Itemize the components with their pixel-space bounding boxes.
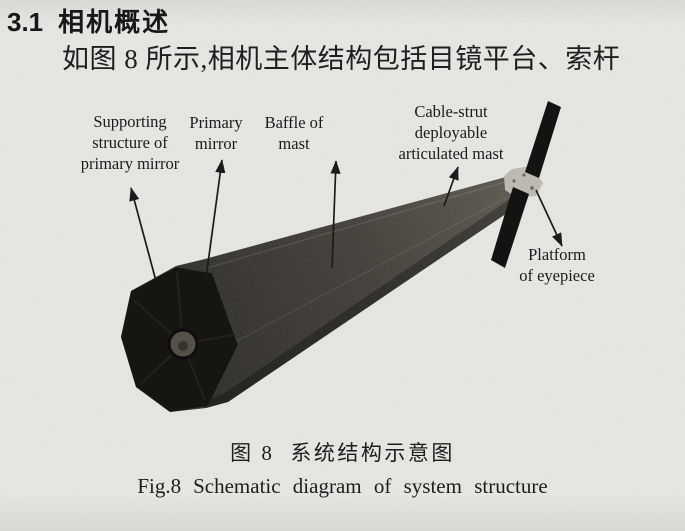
- tube-facet-lines: [202, 179, 516, 408]
- caption-zh-text: 系统结构示意图: [290, 441, 455, 465]
- eyepiece-panel-upper: [525, 101, 561, 178]
- label-baffle-of-mast: Baffle of mast: [264, 113, 324, 153]
- leader-arrow-cable: [443, 166, 459, 207]
- caption-zh-fig-number: 图 8: [230, 441, 275, 465]
- caption-en-fig-number: Fig.8: [137, 474, 182, 498]
- leader-arrow-baffle: [330, 160, 341, 269]
- label-primary-mirror: Primary mirror: [189, 113, 243, 153]
- mirror-hub-center: [178, 341, 188, 351]
- label-cable-strut-mast: Cable-strut deployable articulated mast: [398, 102, 504, 163]
- figure-caption-zh: 图 8 系统结构示意图: [0, 437, 685, 467]
- leader-arrow-supporting: [129, 187, 157, 282]
- label-supporting-structure: Supporting structure of primary mirror: [80, 112, 180, 173]
- leader-arrows: [129, 159, 563, 282]
- leader-arrow-platform: [535, 189, 563, 247]
- label-platform-of-eyepiece: Platform of eyepiece: [519, 245, 595, 285]
- figure-caption-en: Fig.8 Schematic diagram of system struct…: [0, 474, 685, 499]
- eyepiece-panel-lower: [491, 187, 529, 268]
- leader-arrow-primary: [205, 159, 226, 279]
- caption-en-text: Schematic diagram of system structure: [193, 474, 548, 498]
